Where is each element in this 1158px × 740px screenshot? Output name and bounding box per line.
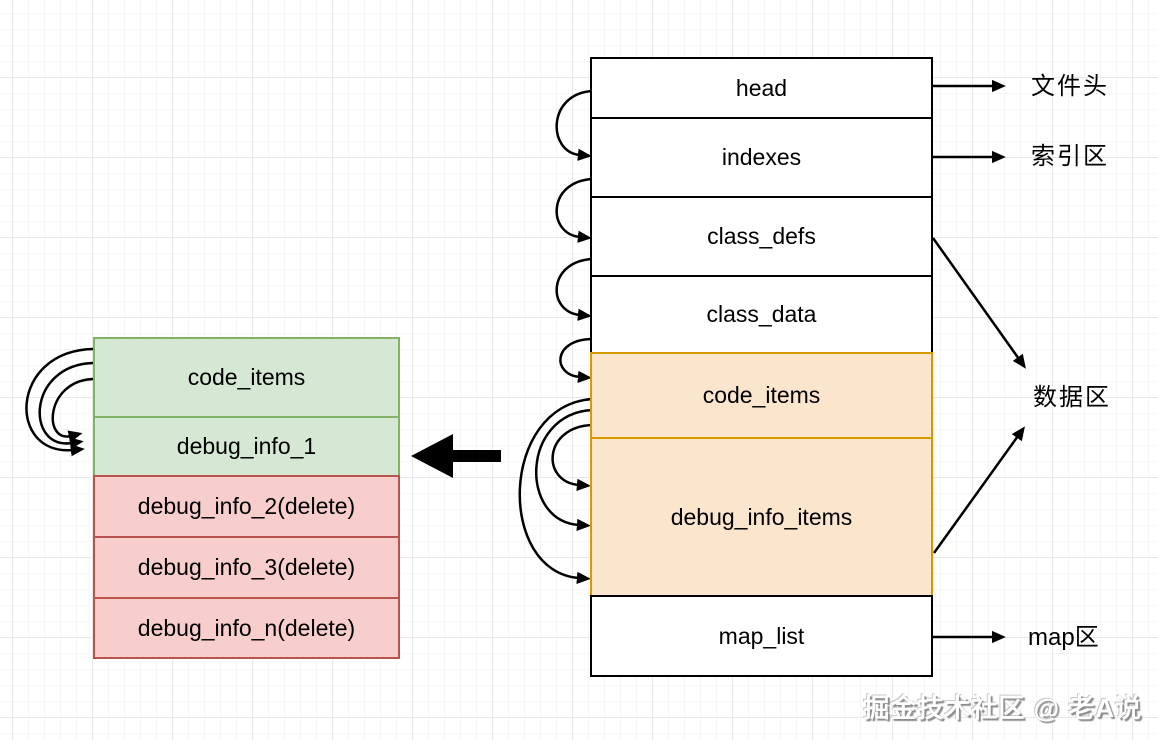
arc-code-items-to-debug-info-1 [551,423,593,491]
box-indexes: indexes [590,117,933,198]
box-debug-info-items-label: debug_info_items [670,503,853,530]
arc-left-code-items-to-debug-info-1-inner [51,377,94,443]
label-file-header: 文件头 [1031,73,1109,100]
box-indexes-label: indexes [721,144,802,170]
box-map-list-label: map_list [718,622,805,649]
left-box-code-items: code_items [93,337,400,418]
box-class-defs-label: class_defs [707,223,816,249]
left-box-debug-info-2: debug_info_2(delete) [93,475,400,538]
block-arrow-left [411,434,501,478]
arc-head-to-indexes [555,89,594,161]
left-box-debug-info-3: debug_info_3(delete) [93,536,400,599]
arc-class-data-to-code-items [559,337,594,383]
box-class-data-label: class_data [706,301,817,327]
label-map-area: map区 [1028,624,1099,651]
left-box-debug-info-1-label: debug_info_1 [176,433,317,459]
label-data-area: 数据区 [1033,384,1111,411]
label-index-area: 索引区 [1031,143,1109,170]
arc-indexes-to-class-defs [555,177,594,243]
watermark: 掘金技术社区 @ 老A说 [863,693,1142,723]
left-box-debug-info-1: debug_info_1 [93,416,400,477]
left-box-debug-info-2-label: debug_info_2(delete) [137,493,356,519]
left-box-debug-info-n: debug_info_n(delete) [93,597,400,659]
arc-left-code-items-to-debug-info-1-outer [25,347,94,457]
box-class-defs: class_defs [590,196,933,277]
left-box-debug-info-3-label: debug_info_3(delete) [137,554,356,580]
box-head: head [590,57,933,119]
box-head-label: head [735,74,788,101]
box-class-data: class_data [590,275,933,354]
arc-class-defs-to-class-data [555,257,594,321]
arc-left-code-items-to-debug-info-1-mid [38,361,94,450]
arrow-debug-info-items-to-data-area [932,426,1025,554]
box-code-items-label: code_items [702,382,821,408]
box-map-list: map_list [590,595,933,677]
left-box-code-items-label: code_items [187,364,306,390]
arc-code-items-to-debug-info-2 [535,408,593,532]
arc-code-items-to-debug-info-3 [518,397,593,584]
box-debug-info-items: debug_info_items [590,437,933,597]
left-box-debug-info-n-label: debug_info_n(delete) [137,614,356,641]
box-code-items: code_items [590,352,933,439]
arrow-class-defs-to-data-area [931,237,1026,369]
